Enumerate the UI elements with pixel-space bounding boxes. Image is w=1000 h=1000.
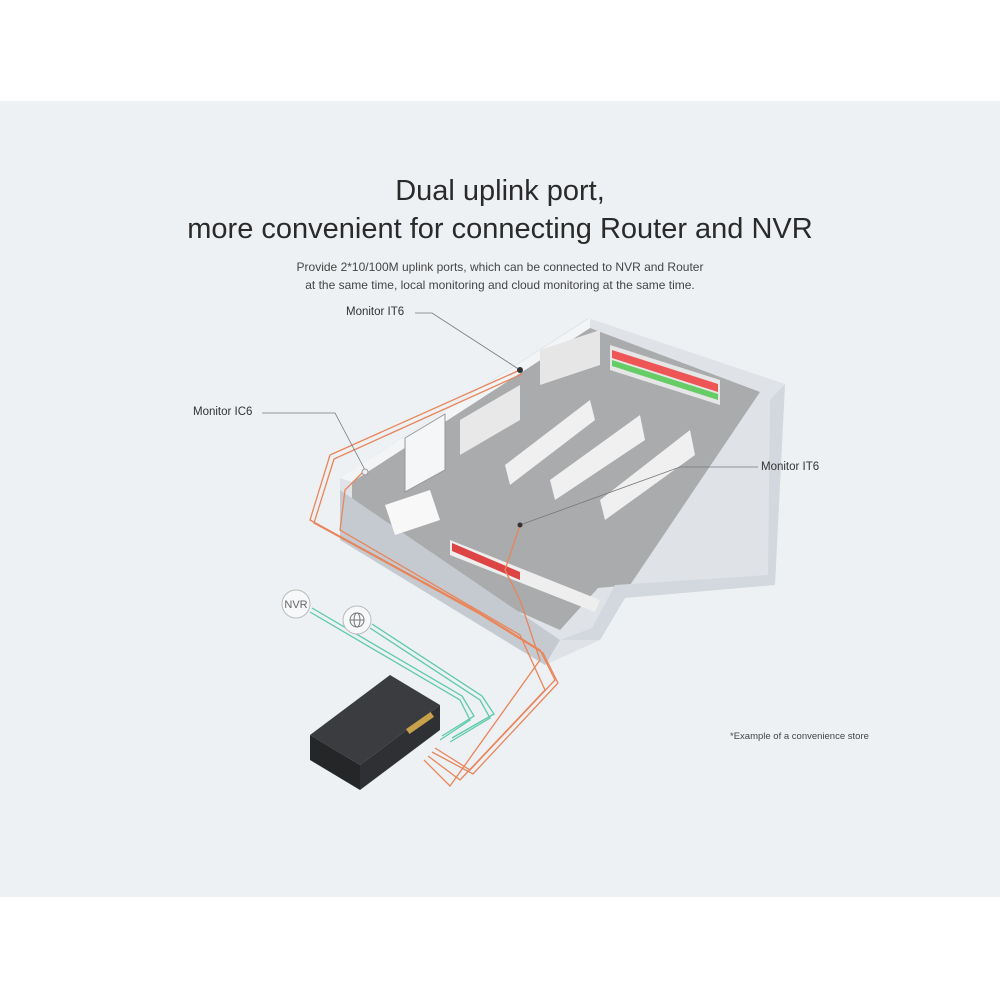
description-line2: at the same time, local monitoring and c… [305,278,695,292]
heading-line2: more convenient for connecting Router an… [187,213,813,245]
heading: Dual uplink port, more convenient for co… [0,172,1000,248]
heading-line1: Dual uplink port, [395,175,605,207]
description: Provide 2*10/100M uplink ports, which ca… [0,258,1000,294]
globe-icon [342,605,372,635]
label-monitor-left: Monitor IC6 [193,406,253,418]
description-line1: Provide 2*10/100M uplink ports, which ca… [296,260,704,274]
shelves [385,330,720,612]
nvr-label: NVR [284,599,307,611]
label-monitor-right: Monitor IT6 [761,461,820,473]
right-wall-front [560,384,785,640]
nvr-node: NVR [281,589,311,619]
poe-cables [309,369,559,788]
uplink-cables [309,607,495,743]
footnote: *Example of a convenience store [730,731,869,742]
label-monitor-top: Monitor IT6 [346,306,405,318]
poe-switch [310,675,440,790]
